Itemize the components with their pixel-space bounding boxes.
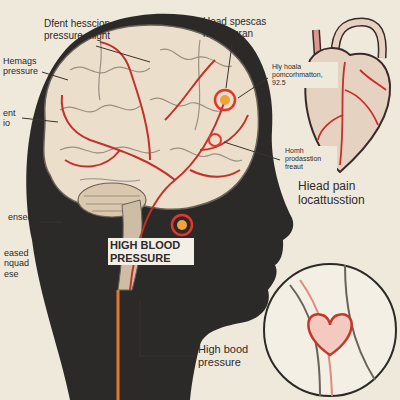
callout-label: Dfent hesscion pressure might [44,18,124,41]
vessel-inset [264,264,396,396]
callout-label: Homh prodasstion freaut [283,146,337,172]
callout-label: Hly hoala pomcorhmatton, 92.5 [270,62,338,88]
callout-label: High bood pressure [198,343,258,368]
pain-marker [172,90,235,235]
arteries [62,42,248,290]
callout-label: Hemags pressure [3,56,43,77]
callout-label: eased nquad ese [4,248,44,279]
brain-folds [60,40,242,181]
callout-label: Hiead pain locattusstion [298,180,396,208]
leader-line [22,44,280,356]
callout-label: ent io [3,108,25,129]
head-silhouette [26,14,293,400]
callout-label: HIGH BLOOD PRESSURE [108,238,194,265]
brain [44,25,259,209]
callout-label: ensed [8,212,43,222]
callout-label: Head spescas hemt sgran [203,16,283,39]
